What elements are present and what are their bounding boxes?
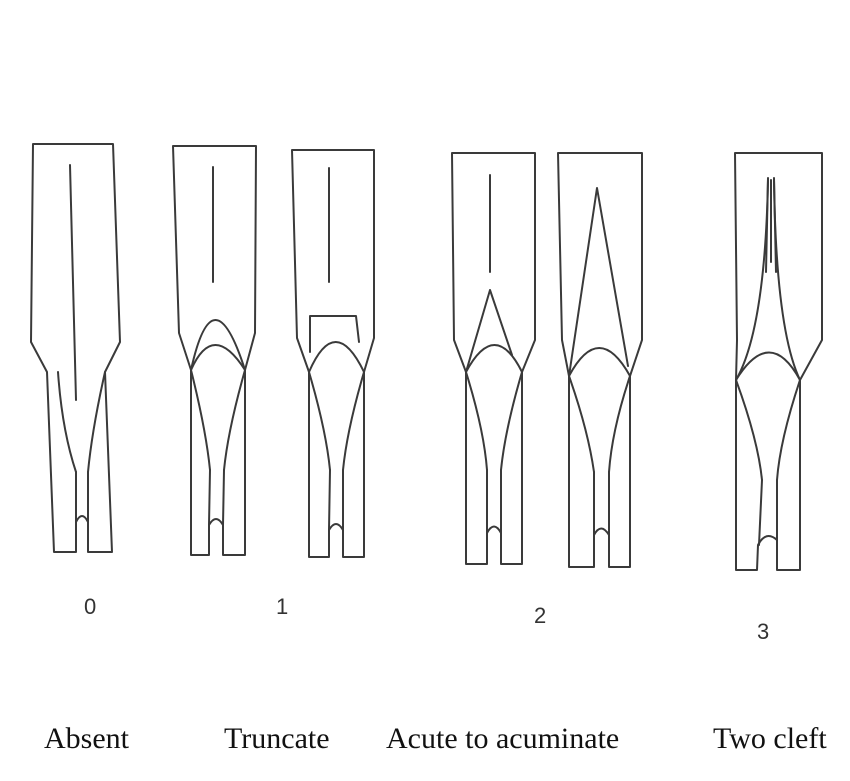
- shape-1a-truncate: [173, 146, 256, 555]
- caption-acute-to-acuminate: Acute to acuminate: [386, 724, 619, 754]
- caption-two-cleft: Two cleft: [713, 724, 827, 754]
- category-number-3: 3: [757, 619, 769, 644]
- category-number-2: 2: [534, 603, 546, 628]
- shape-2a-acute: [452, 153, 535, 564]
- caption-absent: Absent: [44, 724, 129, 754]
- shape-0-absent: [31, 144, 120, 552]
- caption-truncate: Truncate: [224, 724, 330, 754]
- shape-2b-acuminate: [558, 153, 642, 567]
- shape-3-two-cleft: [735, 153, 822, 570]
- category-number-0: 0: [84, 594, 96, 619]
- shape-1b-truncate: [292, 150, 374, 557]
- category-number-1: 1: [276, 594, 288, 619]
